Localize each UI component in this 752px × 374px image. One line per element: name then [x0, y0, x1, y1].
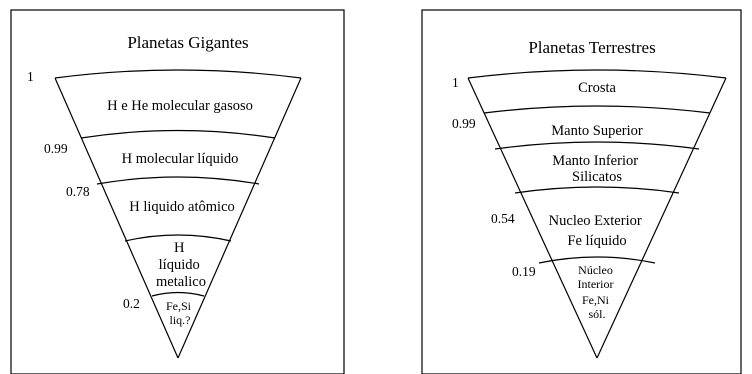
terrestrial-boundary-surface	[467, 69, 727, 79]
giant-boundary-surface	[54, 69, 302, 79]
terrestrial-radius-mark-1: 1	[452, 75, 459, 90]
giant-radius-mark-2: 0.99	[44, 141, 68, 156]
terrestrial-radius-mark-4: 0.19	[512, 264, 536, 279]
giant-layer-4-label: H líquido metalico	[156, 240, 206, 290]
terrestrial-panel-frame	[421, 9, 742, 374]
terrestrial-boundary-4	[538, 256, 656, 264]
giant-boundary-2	[96, 176, 260, 185]
terrestrial-radius-mark-3: 0.54	[491, 211, 515, 226]
terrestrial-layer-3-label: Manto Inferior Silicatos	[552, 153, 641, 185]
terrestrial-layer-4-label: Nucleo Exterior Fe líquido	[549, 213, 646, 249]
giant-radius-mark-4: 0.2	[123, 296, 140, 311]
giant-boundary-4	[151, 291, 205, 297]
giant-cone-right-edge	[177, 77, 302, 359]
giant-boundary-1	[80, 129, 276, 139]
giant-layer-5-label: Fe,Si liq.?	[166, 299, 194, 327]
giant-panel-title: Planetas Gigantes	[127, 33, 248, 52]
terrestrial-panel-title: Planetas Terrestres	[528, 38, 655, 57]
giant-boundary-3	[124, 234, 232, 242]
giant-layer-3-label: H liquido atômico	[129, 199, 235, 215]
giant-layer-2-label: H molecular líquido	[122, 151, 239, 167]
giant-panel-frame	[10, 9, 345, 374]
giant-layer-1-label: H e He molecular gasoso	[107, 98, 253, 114]
terrestrial-boundary-1	[483, 105, 711, 114]
giant-radius-mark-3: 0.78	[66, 184, 90, 199]
giant-planets-panel: Planetas Gigantes H e He molecular gasos…	[10, 9, 345, 374]
terrestrial-boundary-3	[514, 186, 680, 194]
terrestrial-cone-left-edge	[467, 77, 598, 359]
terrestrial-planets-panel: Planetas Terrestres Crosta Manto Superio…	[421, 9, 742, 374]
terrestrial-layer-5-label: Núcleo Interior Fe,Ni sól.	[578, 263, 617, 321]
giant-radius-mark-1: 1	[27, 69, 34, 84]
terrestrial-layer-2-label: Manto Superior	[551, 123, 643, 139]
giant-cone-left-edge	[54, 77, 179, 359]
terrestrial-boundary-2	[494, 141, 700, 150]
terrestrial-layer-1-label: Crosta	[578, 80, 616, 96]
terrestrial-cone-right-edge	[596, 77, 727, 359]
terrestrial-radius-mark-2: 0.99	[452, 116, 476, 131]
